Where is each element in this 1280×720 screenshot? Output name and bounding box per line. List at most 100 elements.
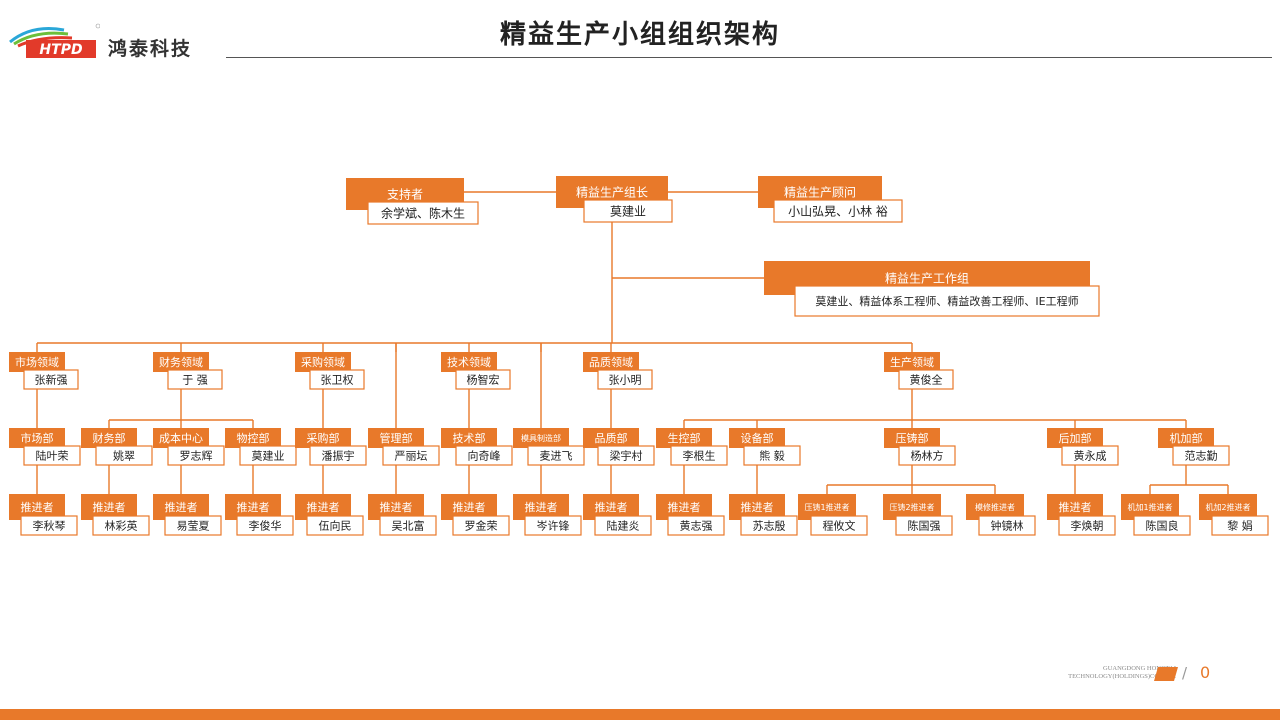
domain-node-2-title: 采购领域 xyxy=(301,355,345,369)
dept-node-8-title-box xyxy=(583,428,639,448)
dept-node-9-name-box xyxy=(670,445,728,466)
logo-swoosh-blue xyxy=(9,27,65,44)
domain-node-0-title: 市场领域 xyxy=(15,355,59,369)
leader-node-name: 莫建业 xyxy=(610,204,646,218)
domain-node-5-name: 黄俊全 xyxy=(910,372,943,386)
dept-node-5-title-box xyxy=(368,428,424,448)
promoter-node-5-name-box xyxy=(379,515,437,536)
promoter-node-1-name: 林彩英 xyxy=(105,518,138,532)
promoter-node-11-title: 压铸1推进者 xyxy=(804,502,849,512)
promoter-node-8-title: 推进者 xyxy=(595,500,628,514)
company-name: 鸿泰科技 xyxy=(108,38,193,60)
supporter-node-name-box xyxy=(367,201,479,225)
promoter-node-4-name: 伍向民 xyxy=(319,518,352,532)
promoter-node-2-title: 推进者 xyxy=(165,500,198,514)
promoter-node-15-title: 机加1推进者 xyxy=(1127,502,1172,512)
domain-node-1-title: 财务领域 xyxy=(159,355,203,369)
advisor-node-name-box xyxy=(773,199,903,223)
footer-accent xyxy=(1154,666,1180,681)
domain-node-1-name-box xyxy=(167,369,223,390)
domain-node-5-title: 生产领域 xyxy=(890,355,934,369)
page-number: 0 xyxy=(1200,663,1211,682)
domain-node-3-title-box xyxy=(441,352,497,372)
promoter-node-9-title: 推进者 xyxy=(668,500,701,514)
bottom-band xyxy=(0,709,1280,720)
dept-node-3-name-box xyxy=(239,445,297,466)
dept-node-5-name: 严丽坛 xyxy=(395,449,428,462)
dept-node-4-name: 潘振宇 xyxy=(322,448,355,462)
supporter-node-title: 支持者 xyxy=(387,186,423,201)
dept-node-11-name-box xyxy=(898,445,956,466)
dept-node-6-title: 技术部 xyxy=(453,431,486,445)
promoter-node-1-name-box xyxy=(92,515,150,536)
logo-letters: HTPD xyxy=(39,42,82,58)
promoter-node-0-title: 推进者 xyxy=(21,500,54,514)
dept-node-6-name: 向奇峰 xyxy=(468,448,501,462)
promoter-node-14-name: 李焕朝 xyxy=(1071,518,1104,532)
promoter-node-12-name: 陈国强 xyxy=(908,518,941,532)
company-logo: HTPD xyxy=(8,22,101,62)
promoter-node-5-title: 推进者 xyxy=(380,500,413,514)
dept-node-2-name: 罗志辉 xyxy=(180,449,213,462)
dept-node-5-title: 管理部 xyxy=(380,431,413,445)
dept-node-0-title: 市场部 xyxy=(21,431,54,445)
dept-node-7-title: 模具制造部 xyxy=(521,433,561,443)
promoter-node-10-name: 苏志殷 xyxy=(753,519,786,532)
dept-node-13-title: 机加部 xyxy=(1170,431,1203,445)
dept-node-6-name-box xyxy=(455,445,513,466)
promoter-node-14-title: 推进者 xyxy=(1059,500,1092,514)
dept-node-9-title-box xyxy=(656,428,712,448)
promoter-node-0-name: 李秋琴 xyxy=(33,518,66,532)
promoter-node-4-name-box xyxy=(306,515,364,536)
footer-slash: / xyxy=(1182,664,1188,682)
dept-node-4-title: 采购部 xyxy=(307,431,340,445)
dept-node-7-name: 麦进飞 xyxy=(540,449,573,462)
domain-node-3-name: 杨智宏 xyxy=(467,372,500,386)
dept-node-13-title-box xyxy=(1158,428,1214,448)
promoter-node-5-name: 吴北富 xyxy=(392,518,425,532)
domain-node-0-title-box xyxy=(9,352,65,372)
footer-company-line1: GUANGDONG HONGTAI xyxy=(1103,665,1176,672)
promoter-node-8-name: 陆建炎 xyxy=(607,518,640,532)
dept-node-11-title-box xyxy=(884,428,940,448)
dept-node-1-name-box xyxy=(95,445,153,466)
dept-node-11-name: 杨林方 xyxy=(911,448,944,462)
promoter-node-16-name-box xyxy=(1211,515,1269,536)
dept-node-4-title-box xyxy=(295,428,351,448)
dept-node-12-title: 后加部 xyxy=(1059,431,1092,445)
page-title: 精益生产小组组织架构 xyxy=(499,20,780,50)
promoter-node-13-name-box xyxy=(978,515,1036,536)
promoter-node-0-name-box xyxy=(20,515,78,536)
logo-swoosh-red xyxy=(17,36,73,48)
dept-node-9-title: 生控部 xyxy=(668,431,701,445)
domain-node-2-name: 张卫权 xyxy=(321,373,354,386)
dept-node-8-title: 品质部 xyxy=(595,431,628,445)
dept-node-3-title-box xyxy=(225,428,281,448)
dept-node-10-title: 设备部 xyxy=(741,431,774,445)
promoter-node-4-title: 推进者 xyxy=(307,500,340,514)
promoter-node-9-name-box xyxy=(667,515,725,536)
dept-node-1-title-box xyxy=(81,428,137,448)
dept-node-10-title-box xyxy=(729,428,785,448)
